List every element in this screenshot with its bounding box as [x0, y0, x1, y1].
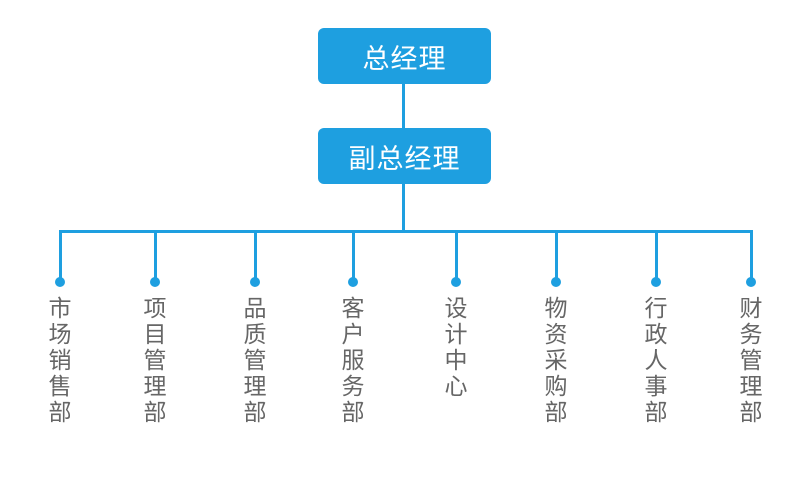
department-label: 项目管理部 [143, 296, 167, 426]
department-dot [651, 277, 661, 287]
connector-gm-to-deputy [402, 84, 405, 128]
department-dot [348, 277, 358, 287]
department-label: 行政人事部 [644, 296, 668, 426]
department-branch-line [254, 231, 257, 281]
department-branch-line [655, 231, 658, 281]
department-dot [551, 277, 561, 287]
general-manager-box: 总经理 [318, 28, 491, 84]
department-dot [55, 277, 65, 287]
department-dot [150, 277, 160, 287]
department-branch-line [455, 231, 458, 281]
department-branch-line [352, 231, 355, 281]
department-dot [746, 277, 756, 287]
department-branch-line [750, 231, 753, 281]
department-label: 财务管理部 [739, 296, 763, 426]
department-label: 市场销售部 [48, 296, 72, 426]
department-label: 设计中心 [444, 296, 468, 400]
department-dot [451, 277, 461, 287]
deputy-general-manager-box: 副总经理 [318, 128, 491, 184]
department-branch-line [555, 231, 558, 281]
department-label: 物资采购部 [544, 296, 568, 426]
department-label: 客户服务部 [341, 296, 365, 426]
department-label: 品质管理部 [243, 296, 267, 426]
connector-deputy-to-bus [402, 184, 405, 231]
department-branch-line [59, 231, 62, 281]
department-branch-line [154, 231, 157, 281]
department-bus-line [59, 230, 753, 233]
department-dot [250, 277, 260, 287]
